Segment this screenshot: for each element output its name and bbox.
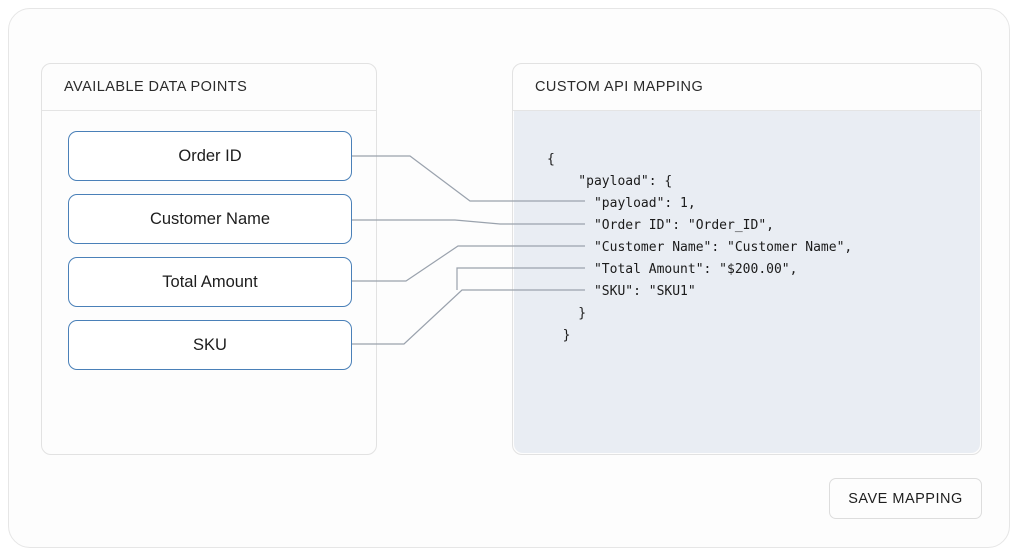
chip-label: SKU [193,335,227,354]
save-mapping-button[interactable]: SAVE MAPPING [829,478,982,519]
mapping-panel-title: CUSTOM API MAPPING [535,79,704,95]
available-panel-header: AVAILABLE DATA POINTS [42,64,376,111]
data-point-chip-order-id[interactable]: Order ID [68,131,352,181]
custom-api-mapping-panel: CUSTOM API MAPPING { "payload": { "paylo… [512,63,982,455]
available-panel-title: AVAILABLE DATA POINTS [64,79,248,95]
chip-label: Customer Name [149,209,271,228]
data-point-chip-sku[interactable]: SKU [68,320,352,370]
chip-label: Total Amount [162,272,258,291]
chip-label: Order ID [178,146,242,165]
mapping-code-area[interactable]: { "payload": { "payload": 1, "Order ID":… [514,111,980,453]
available-data-points-panel: AVAILABLE DATA POINTS Order ID Customer … [41,63,377,455]
data-point-chip-customer-name[interactable]: Customer Name [68,194,352,244]
data-point-chip-list: Order ID Customer Name Total Amount SKU [68,131,352,383]
save-mapping-label: SAVE MAPPING [848,490,963,507]
mapping-panel-header: CUSTOM API MAPPING [513,64,981,111]
mapping-json-code: { "payload": { "payload": 1, "Order ID":… [547,152,853,343]
data-point-chip-total-amount[interactable]: Total Amount [68,257,352,307]
